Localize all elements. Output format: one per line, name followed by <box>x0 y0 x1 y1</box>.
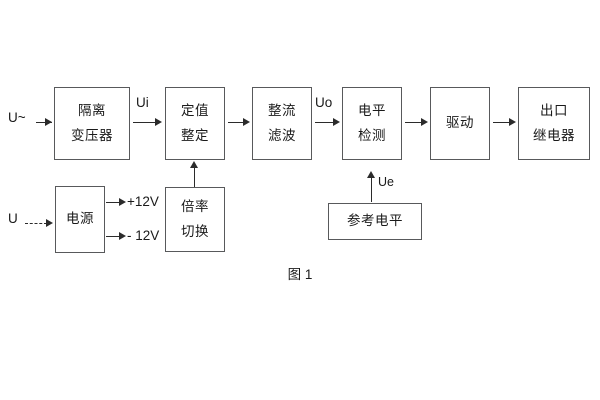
block-multiplier-switch: 倍率 切换 <box>165 187 225 252</box>
arrowhead-level-to-drive <box>421 118 428 126</box>
block-multiplier-switch-line2: 切换 <box>181 224 209 239</box>
input-label-ac: U~ <box>8 110 26 125</box>
block-level-detect: 电平 检测 <box>342 87 402 160</box>
block-multiplier-switch-line1: 倍率 <box>181 198 209 214</box>
block-drive: 驱动 <box>430 87 490 160</box>
connector-ac-input-line <box>36 122 52 123</box>
block-rectify-filter-line1: 整流 <box>268 102 296 118</box>
arrowhead-reference-to-level <box>367 171 375 178</box>
block-rectify-filter: 整流 滤波 <box>252 87 312 160</box>
arrowhead-ui <box>155 118 162 126</box>
block-drive-line1: 驱动 <box>446 115 474 131</box>
block-reference-level-line1: 参考电平 <box>347 213 403 229</box>
signal-label-ue: Ue <box>378 175 394 189</box>
arrowhead-dc-input <box>46 219 53 227</box>
connector-multiplier-to-setting-line <box>194 168 195 187</box>
arrowhead-multiplier-to-setting <box>190 161 198 168</box>
block-power-supply-line1: 电源 <box>66 211 94 227</box>
arrowhead-drive-to-relay <box>509 118 516 126</box>
figure-caption: 图 1 <box>287 267 313 282</box>
block-output-relay-line1: 出口 <box>540 102 568 118</box>
signal-label-uo: Uo <box>315 95 333 110</box>
arrowhead-setting-to-rectify <box>243 118 250 126</box>
block-isolation-transformer-line2: 变压器 <box>71 128 113 143</box>
rail-label-positive: +12V <box>127 194 159 209</box>
block-setting-value-line1: 定值 <box>181 102 209 118</box>
arrowhead-ac-input <box>45 118 52 126</box>
block-level-detect-line1: 电平 <box>358 102 386 118</box>
connector-drive-to-relay-line <box>493 122 511 123</box>
connector-rail-negative-line <box>106 236 123 237</box>
block-power-supply: 电源 <box>55 186 105 253</box>
arrowhead-uo <box>333 118 340 126</box>
connector-ui-line <box>133 122 157 123</box>
input-label-dc: U <box>8 211 18 226</box>
block-rectify-filter-line2: 滤波 <box>268 128 296 143</box>
block-output-relay-line2: 继电器 <box>533 128 575 143</box>
block-output-relay: 出口 继电器 <box>518 87 590 160</box>
block-isolation-transformer: 隔离 变压器 <box>54 87 130 160</box>
connector-setting-to-rectify-line <box>228 122 245 123</box>
arrowhead-rail-negative <box>119 232 126 240</box>
signal-label-ui: Ui <box>136 95 149 110</box>
rail-label-negative: - 12V <box>127 228 160 243</box>
block-setting-value-line2: 整定 <box>181 128 209 143</box>
connector-reference-to-level-line <box>371 178 372 202</box>
arrowhead-rail-positive <box>119 198 126 206</box>
block-setting-value: 定值 整定 <box>165 87 225 160</box>
block-reference-level: 参考电平 <box>328 203 422 240</box>
connector-uo-line <box>315 122 335 123</box>
block-isolation-transformer-line1: 隔离 <box>78 102 106 118</box>
connector-rail-positive-line <box>106 202 123 203</box>
connector-level-to-drive-line <box>405 122 423 123</box>
block-level-detect-line2: 检测 <box>358 128 386 143</box>
connector-dc-input-dashed-line <box>25 223 47 224</box>
